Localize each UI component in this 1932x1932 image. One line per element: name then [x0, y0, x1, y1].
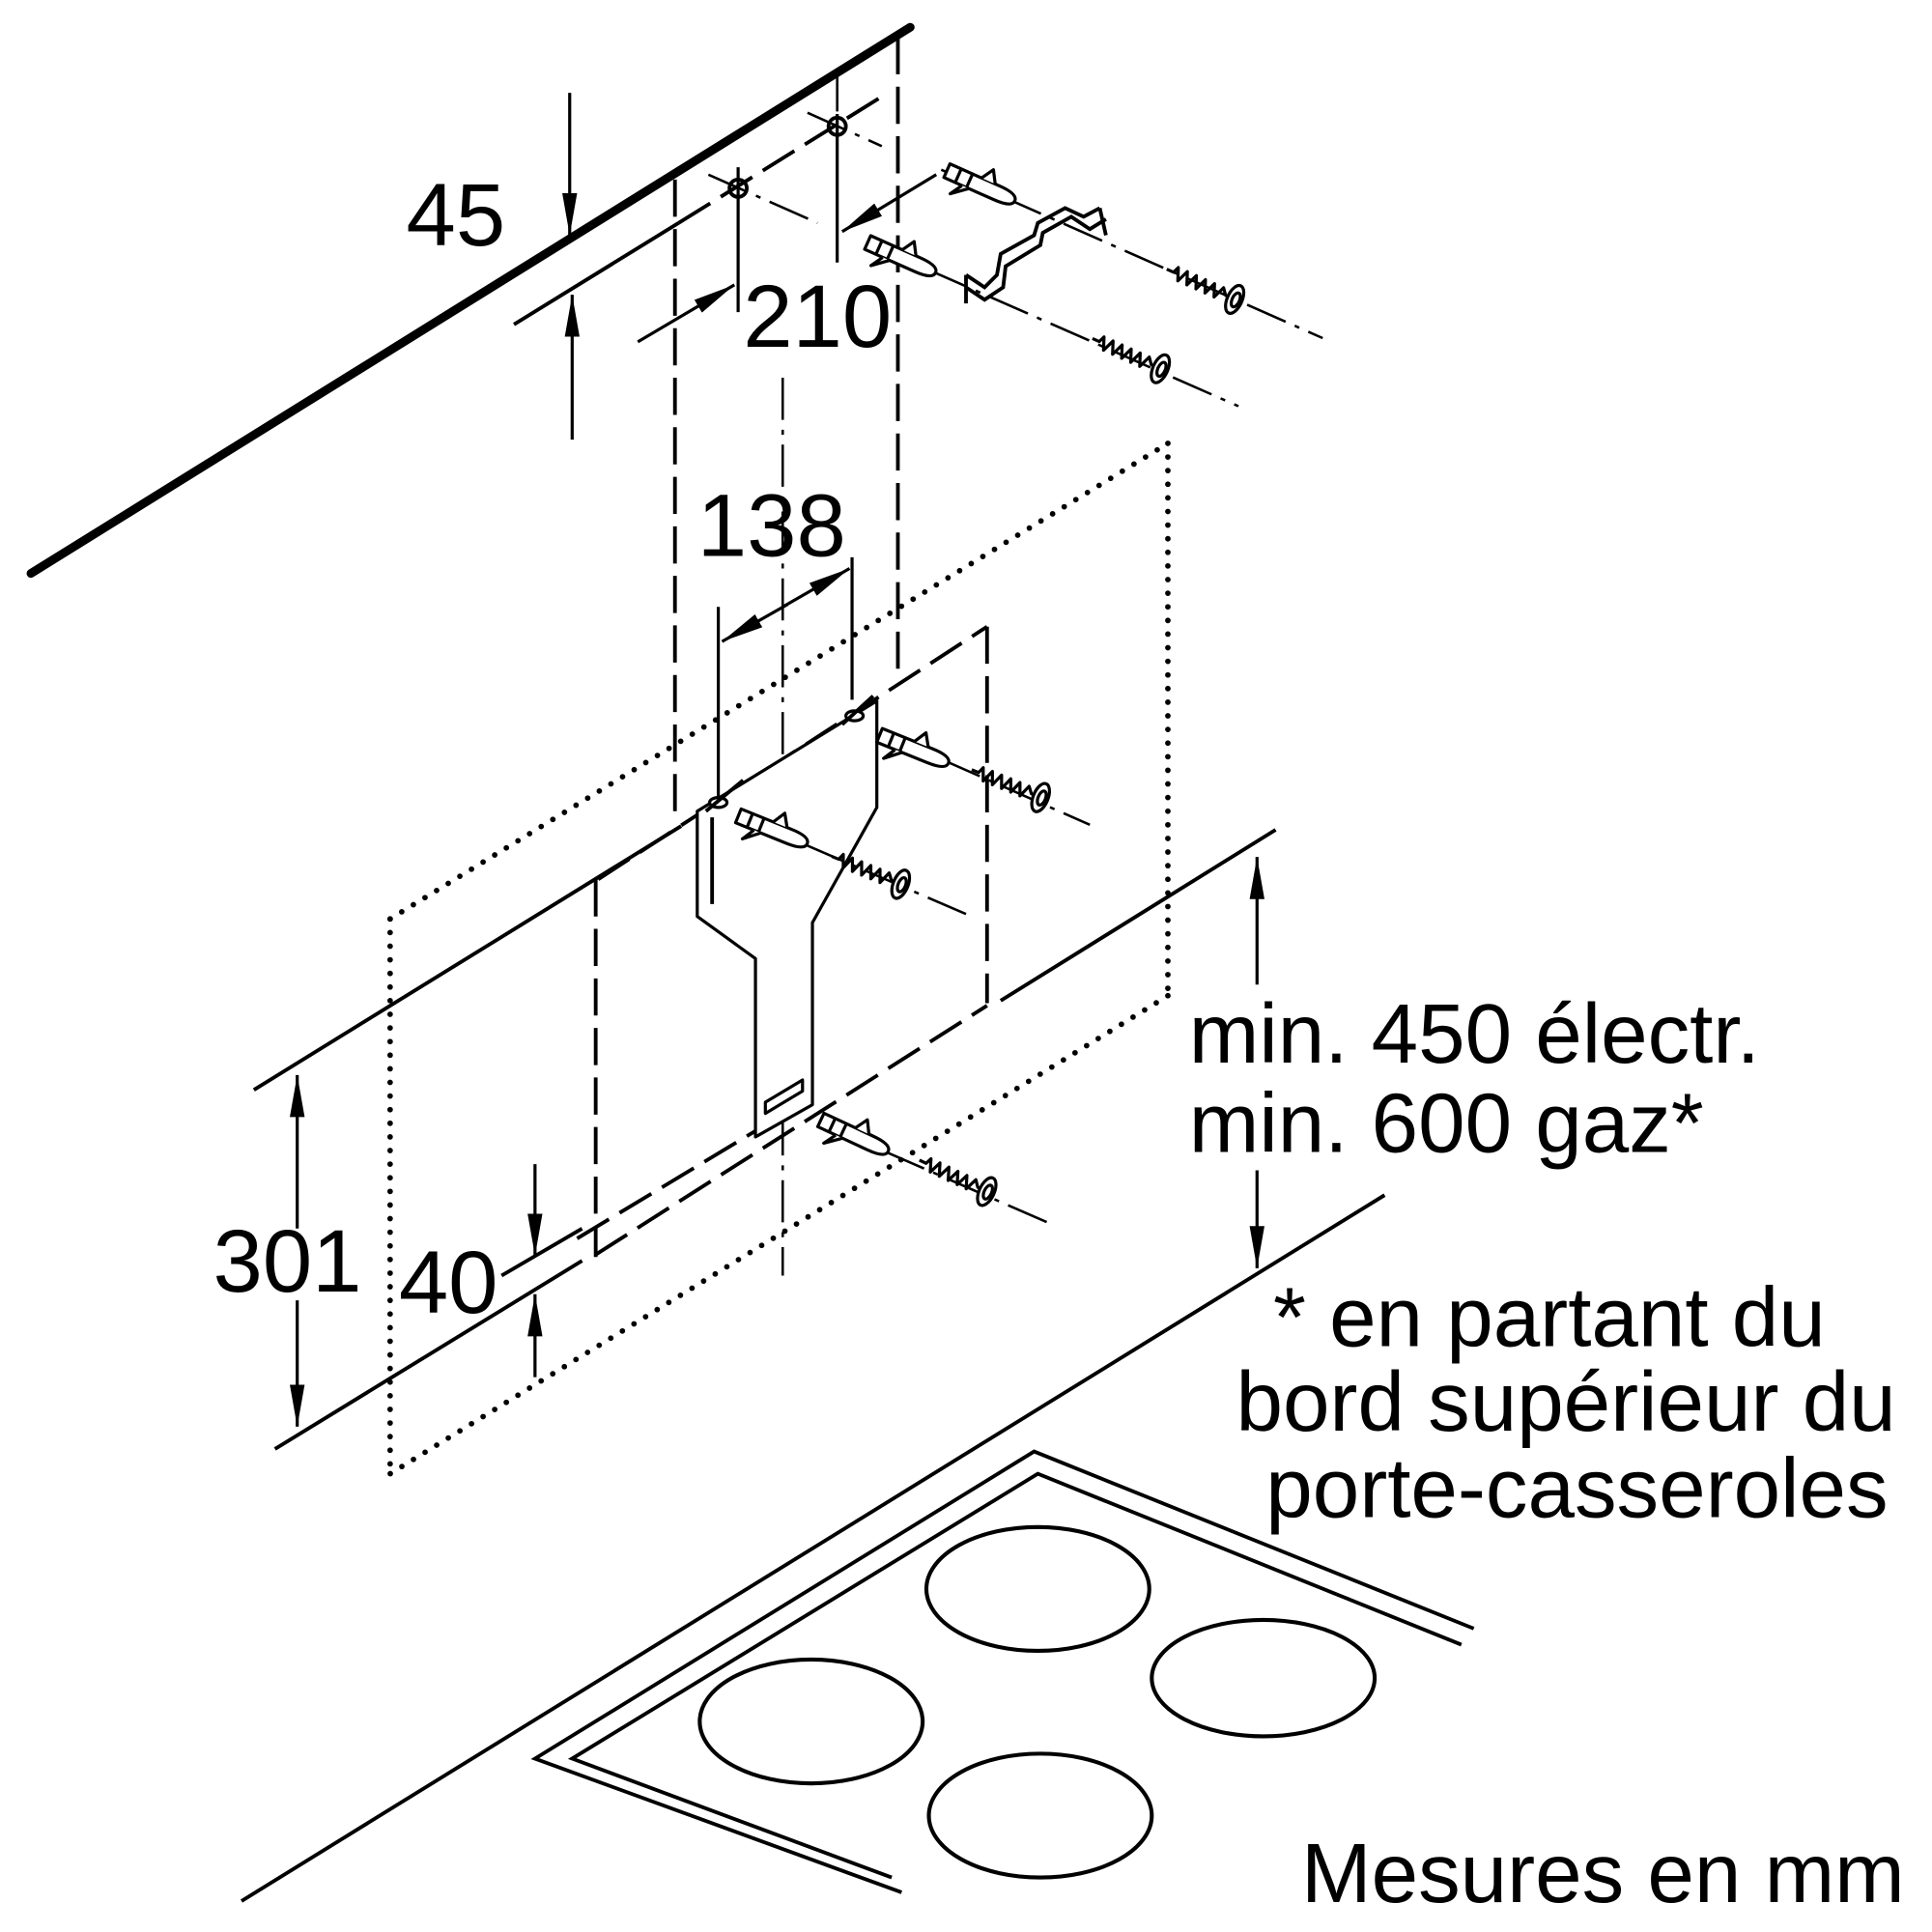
bracket-bottom-slot	[763, 1078, 805, 1116]
footnote-line-1: * en partant du	[1273, 1271, 1826, 1365]
wall-reference-line	[513, 221, 680, 327]
cooktop-inner-edge	[567, 1471, 1463, 1880]
hood-bottom-reference-line	[999, 828, 1277, 1003]
screw-icon	[964, 753, 1055, 816]
countertop-edge-line	[240, 1193, 1386, 1903]
dim-138-label: 138	[697, 475, 846, 576]
units-note: Mesures en mm	[1301, 1827, 1905, 1920]
dim-138-arrow-left	[721, 603, 789, 643]
hood-top-reference-line	[252, 824, 683, 1092]
cooktop-outer-edge	[530, 1449, 1475, 1894]
clearance-electric-label: min. 450 électr.	[1189, 987, 1760, 1081]
screw-icon	[911, 1145, 1002, 1210]
dim-210-arrow-left	[637, 283, 736, 344]
lower-bracket-plate	[696, 699, 879, 1139]
dim-138-arrow-right	[781, 567, 851, 609]
footnote-line-3: porte-casseroles	[1265, 1442, 1888, 1536]
wall-plug-icon	[810, 1100, 898, 1172]
upper-bracket-outline-front	[964, 214, 1107, 302]
burner-left	[697, 1657, 925, 1786]
dim-45-label: 45	[407, 164, 506, 265]
bracket-hook-left-tab	[704, 779, 745, 813]
fixing-axis-middle-2	[804, 843, 967, 916]
dim-210-label: 210	[743, 266, 892, 366]
footnote-line-2: bord supérieur du	[1236, 1355, 1895, 1449]
burner-front	[926, 1751, 1154, 1880]
hole-right-crossline	[807, 111, 883, 148]
bracket-region-bottom-dashed	[594, 1004, 988, 1257]
burner-back	[923, 1524, 1151, 1654]
clearance-gas-label: min. 600 gaz*	[1189, 1076, 1704, 1170]
hood-outline-bottom	[386, 992, 1171, 1477]
upper-bracket-outline-back	[964, 206, 1101, 290]
bracket-hook-right-tab	[840, 695, 875, 726]
dim-210-arrow-right	[840, 173, 938, 234]
upper-bracket-tab-right	[1097, 207, 1108, 237]
wall-plug-icon	[870, 715, 958, 783]
hood-base-reference-line	[273, 1259, 583, 1451]
screw-icon	[1085, 323, 1176, 387]
hole-left-crossline	[707, 173, 818, 224]
hood-outline-top	[386, 440, 1171, 923]
burner-right	[1150, 1617, 1378, 1739]
bracket-lower-hidden-edge	[576, 1127, 759, 1240]
screw-icon	[1158, 254, 1249, 318]
wall-plug-icon	[937, 151, 1025, 221]
dim-40-label: 40	[399, 1232, 498, 1332]
fixing-axis-middle-1	[940, 757, 1091, 827]
hole-axis-dashed-line	[677, 95, 883, 225]
dim-301-label: 301	[213, 1210, 362, 1311]
wall-edge-line	[26, 22, 915, 579]
